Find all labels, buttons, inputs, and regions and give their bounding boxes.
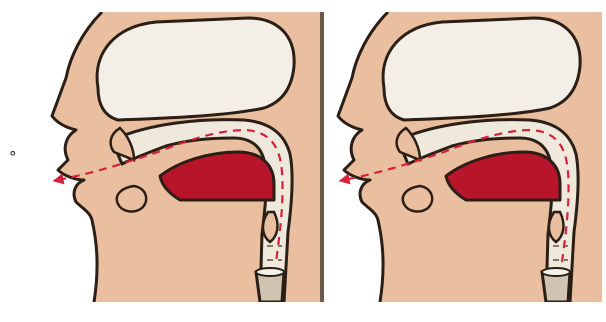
panel-divider (320, 12, 324, 302)
list-bullet: ° (9, 150, 17, 165)
airway-diagram (38, 12, 602, 302)
airway-svg (38, 12, 602, 302)
panel-left (38, 12, 320, 302)
panel-right (324, 12, 602, 302)
